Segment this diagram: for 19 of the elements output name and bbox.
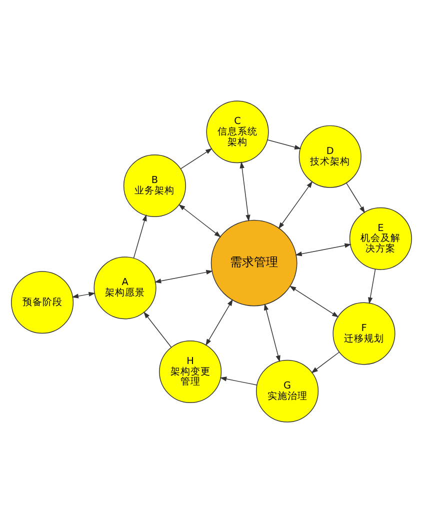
arrow bbox=[240, 161, 250, 222]
arrow bbox=[178, 204, 222, 237]
arrow bbox=[267, 139, 302, 149]
arrow bbox=[295, 242, 352, 256]
node-circle: H 架构变更管理 bbox=[159, 340, 222, 403]
arrow bbox=[154, 269, 213, 283]
arrow bbox=[278, 180, 313, 229]
arrow bbox=[368, 268, 376, 304]
arrow bbox=[206, 298, 233, 346]
arrow bbox=[220, 376, 258, 385]
arrow bbox=[264, 303, 280, 362]
arrow bbox=[133, 214, 147, 258]
arrow bbox=[180, 148, 212, 169]
arrow bbox=[346, 182, 366, 213]
arrow bbox=[144, 311, 172, 348]
arrow bbox=[72, 291, 96, 298]
arrow bbox=[311, 351, 340, 373]
arrow bbox=[289, 285, 339, 317]
node-circle: 预备阶段 bbox=[11, 270, 74, 334]
